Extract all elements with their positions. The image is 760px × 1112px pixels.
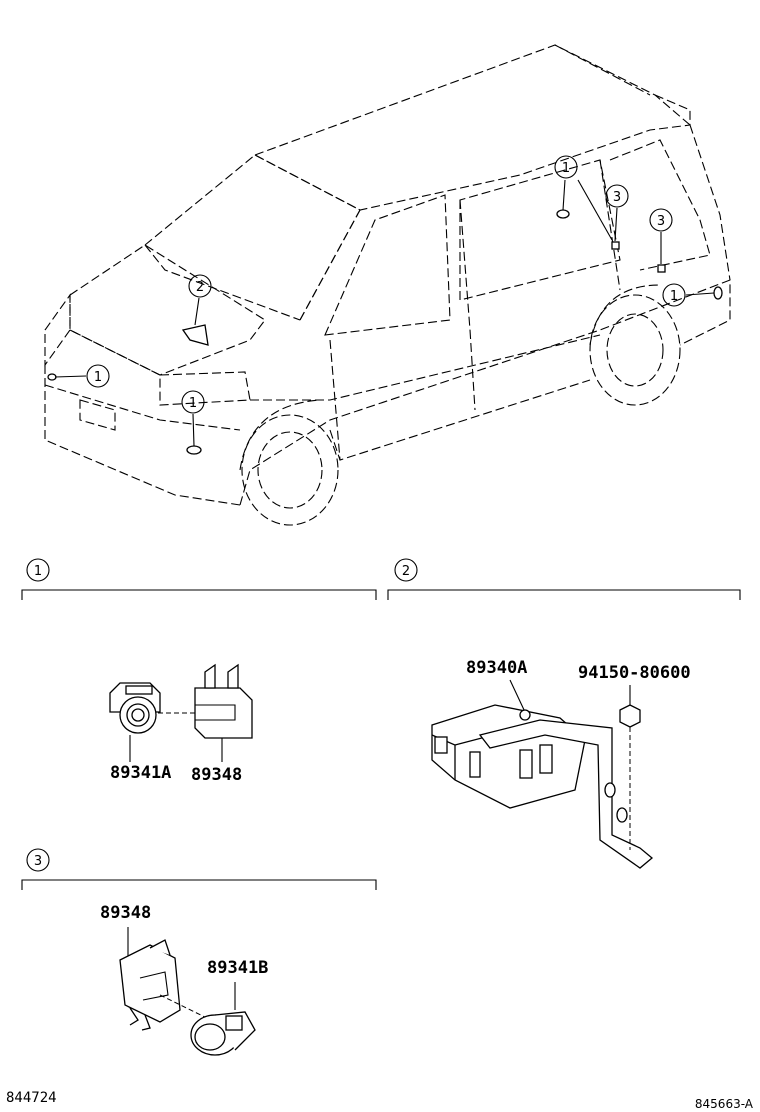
section-1-header: 1 [21,558,377,600]
vehicle-callout-1c: 1 [554,155,578,179]
svg-text:2: 2 [402,564,410,579]
section-1-retainer [194,663,253,739]
part-label-89348-s3: 89348 [100,903,151,923]
section-2-bolt [619,704,641,850]
footer-right-code: 845663-A [695,1097,754,1111]
part-label-89340a: 89340A [466,658,527,678]
vehicle-callout-2a: 2 [188,274,212,298]
part-label-89341b: 89341B [207,958,268,978]
part-label-94150-80600: 94150-80600 [578,663,691,683]
section-2-leader-a [509,679,526,713]
section-1-sensor [109,682,161,734]
vehicle-callout-3b: 3 [649,208,673,232]
section-3-sensor [190,1011,256,1056]
vehicle-outline [44,44,731,526]
svg-text:1: 1 [94,370,102,385]
section-3-header: 3 [21,848,377,890]
svg-text:3: 3 [34,854,42,869]
svg-text:1: 1 [189,396,197,411]
vehicle-callout-1a: 1 [86,364,110,388]
part-label-89348-s1: 89348 [191,765,242,785]
svg-text:1: 1 [34,564,42,579]
svg-text:3: 3 [613,190,621,205]
section-2-header: 2 [387,558,741,600]
vehicle-callout-1b: 1 [181,390,205,414]
vehicle-leader-lines [54,179,715,447]
part-label-89341a: 89341A [110,763,171,783]
footer-left-code: 844724 [6,1090,57,1106]
svg-text:1: 1 [562,161,570,176]
svg-text:2: 2 [196,280,204,295]
svg-text:3: 3 [657,214,665,229]
section-2-bracket [478,719,654,869]
section-2-ecu-module [431,704,586,809]
vehicle-sensor-marks [47,209,723,455]
vehicle-callout-3a: 3 [605,184,629,208]
svg-text:1: 1 [670,289,678,304]
section-3-retainer [119,939,181,1031]
vehicle-callout-1d: 1 [662,283,686,307]
